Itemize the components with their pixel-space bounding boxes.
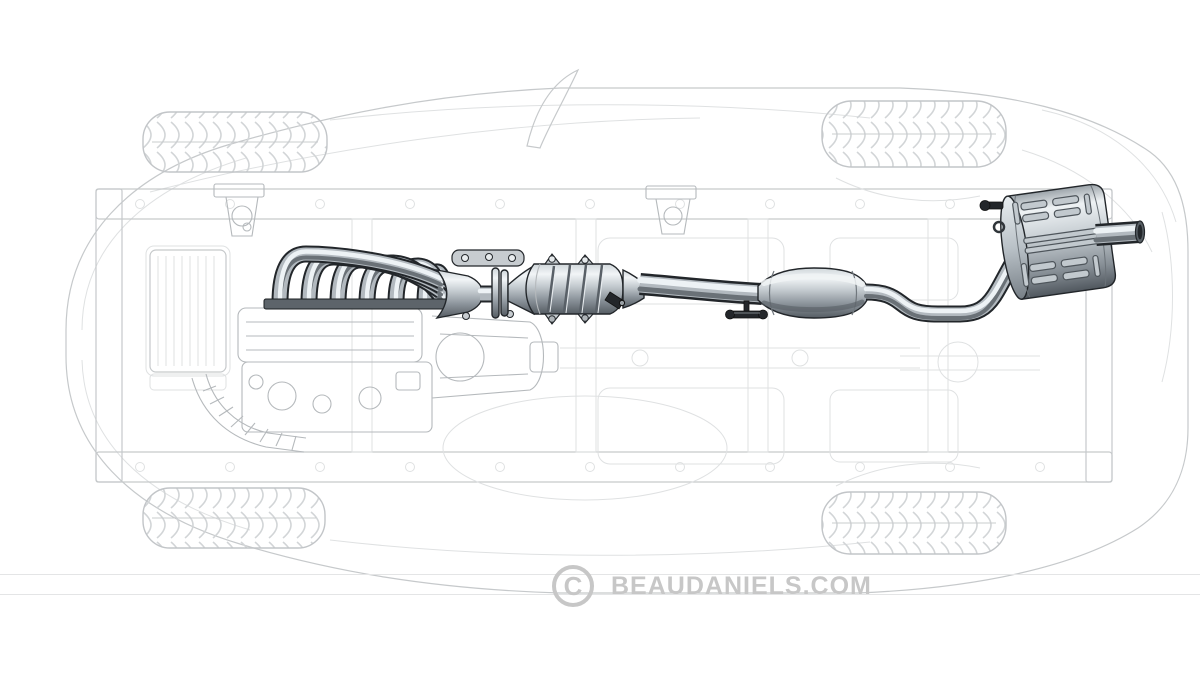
copyright-symbol: C xyxy=(552,565,594,607)
tailpipe xyxy=(1096,220,1145,243)
rear-axle xyxy=(835,177,1040,487)
mid-pipe xyxy=(640,280,762,299)
s-bend-pipe xyxy=(866,261,1012,318)
transmission xyxy=(431,315,559,399)
horizontal-rule-bottom xyxy=(0,594,1200,595)
cat-body xyxy=(525,263,624,315)
exhaust-system xyxy=(263,183,1145,325)
manifold-flange xyxy=(263,298,451,310)
horizontal-rule-top xyxy=(0,574,1200,575)
pipe-hanger xyxy=(725,300,768,320)
body-mounts xyxy=(213,183,697,237)
collector xyxy=(435,249,525,320)
muffler xyxy=(1000,183,1117,300)
ghost-chassis xyxy=(65,68,1189,594)
tires xyxy=(142,100,1007,555)
muffler-ribs xyxy=(1012,193,1104,288)
catalytic-converter xyxy=(507,253,645,325)
heat-shield-ribs xyxy=(546,264,605,314)
engine-block xyxy=(237,307,433,433)
ladder-frame xyxy=(95,188,1113,483)
watermark-text: BEAUDANIELS.COM xyxy=(611,571,872,600)
mirror-outline xyxy=(526,68,580,149)
muffler-hanger xyxy=(979,200,1006,234)
radiator xyxy=(145,245,231,391)
intake-duct xyxy=(191,373,307,453)
resonator xyxy=(757,267,869,319)
flange-discs xyxy=(491,267,509,319)
exhaust-manifold xyxy=(263,252,451,310)
oxygen-sensor-icon xyxy=(604,291,626,310)
watermark: C BEAUDANIELS.COM xyxy=(552,565,872,607)
